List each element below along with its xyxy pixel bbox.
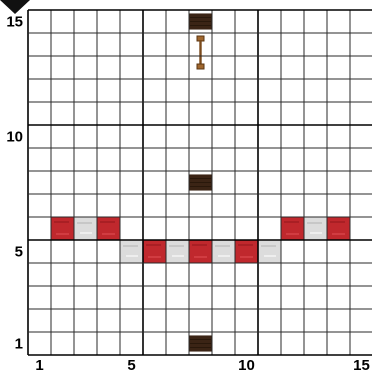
white-wool-block[interactable] — [74, 217, 97, 240]
white-wool-block[interactable] — [304, 217, 327, 240]
corner-marker-icon — [0, 0, 30, 14]
white-wool-block[interactable] — [212, 240, 235, 263]
x-axis-label: 5 — [127, 357, 135, 374]
y-axis-label: 1 — [15, 336, 23, 353]
red-wool-block[interactable] — [189, 240, 212, 263]
red-wool-block[interactable] — [281, 217, 304, 240]
x-axis-label: 15 — [353, 357, 370, 374]
red-wool-block[interactable] — [327, 217, 350, 240]
y-axis-label: 5 — [15, 244, 23, 261]
red-wool-block[interactable] — [97, 217, 120, 240]
x-axis-label: 10 — [238, 357, 255, 374]
dark-oak-block[interactable] — [190, 13, 212, 29]
white-wool-block[interactable] — [258, 240, 281, 263]
white-wool-block[interactable] — [166, 240, 189, 263]
red-wool-block[interactable] — [143, 240, 166, 263]
red-wool-block[interactable] — [235, 240, 258, 263]
red-wool-block[interactable] — [51, 217, 74, 240]
x-axis-label: 1 — [35, 357, 43, 374]
dark-oak-block[interactable] — [190, 174, 212, 190]
white-wool-block[interactable] — [120, 240, 143, 263]
y-axis-label: 15 — [6, 14, 23, 31]
dark-oak-block[interactable] — [190, 335, 212, 351]
y-axis-label: 10 — [6, 129, 23, 146]
